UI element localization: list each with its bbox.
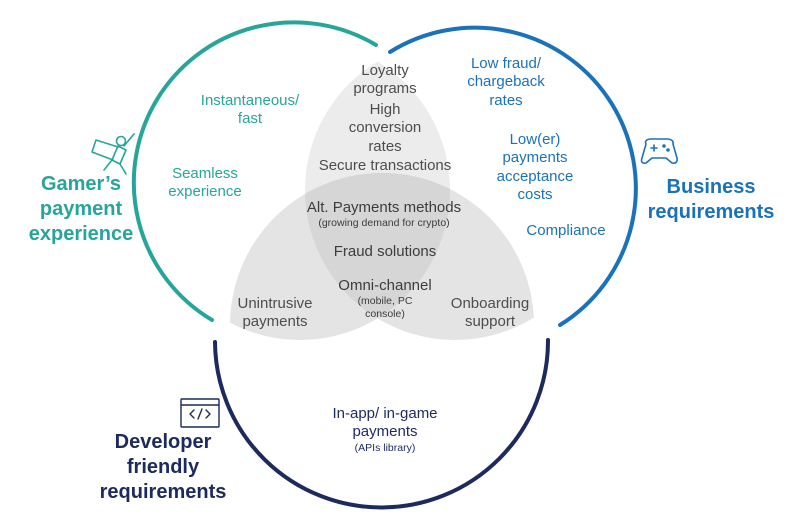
- developer-title-line: friendly: [126, 456, 200, 478]
- overlap-item-conversion: High conversion rates: [325, 101, 445, 156]
- overlap-item-onboarding: Onboarding support: [435, 295, 545, 332]
- item-line: High: [369, 101, 401, 118]
- item-line: Low fraud/: [470, 55, 542, 72]
- item-line: payments: [352, 423, 418, 441]
- overlap-item-secure: Secure transactions: [318, 157, 452, 174]
- item-note: (growing demand for crypto): [318, 217, 450, 230]
- item-line: Instantaneous/: [200, 92, 300, 109]
- item-line: rates: [368, 137, 402, 155]
- item-line: rates: [489, 91, 523, 109]
- center-item-omni: Omni-channel (mobile, PC console): [315, 277, 455, 321]
- gamer-circle-arc: [131, 20, 378, 322]
- gamer-item-seamless: Seamless experience: [140, 165, 270, 202]
- business-title-line: requirements: [647, 201, 775, 223]
- item-line: support: [464, 313, 516, 331]
- item-line: Onboarding: [450, 295, 530, 312]
- item-note: (APIs library): [354, 441, 416, 454]
- developer-title-line: requirements: [99, 481, 227, 503]
- item-line: costs: [517, 185, 553, 203]
- gamepad-icon: [640, 138, 678, 164]
- business-title-line: Business: [666, 176, 756, 198]
- item-line: In-app/ in-game: [332, 405, 438, 422]
- developer-title: Developer friendly requirements: [88, 430, 238, 505]
- item-line: acceptance: [496, 167, 574, 185]
- overlap-item-unintrusive: Unintrusive payments: [220, 295, 330, 332]
- developer-circle-arc: [213, 338, 551, 510]
- item-line: Unintrusive: [237, 295, 313, 312]
- business-item-lower-costs: Low(er) payments acceptance costs: [470, 131, 600, 204]
- item-line: fast: [237, 110, 263, 128]
- business-title: Business requirements: [632, 175, 790, 225]
- item-line: Alt. Payments methods: [306, 199, 462, 216]
- item-line: Loyalty: [361, 62, 409, 79]
- gamer-title-line: Gamer’s: [40, 173, 122, 195]
- superhero-icon: [91, 133, 135, 175]
- code-window-icon: [180, 398, 220, 428]
- item-line: payments: [502, 149, 568, 167]
- overlap-item-loyalty: Loyalty programs: [325, 62, 445, 99]
- item-line: Low(er): [509, 131, 561, 148]
- business-item-compliance: Compliance: [526, 222, 606, 239]
- item-line: chargeback: [467, 73, 545, 91]
- business-circle-arc: [388, 25, 638, 327]
- gamer-title-line: experience: [28, 223, 134, 245]
- gamer-item-instant: Instantaneous/ fast: [180, 92, 320, 129]
- item-line: Seamless: [172, 165, 238, 182]
- gamer-title: Gamer’s payment experience: [18, 172, 144, 247]
- center-item-alt-payments: Alt. Payments methods (growing demand fo…: [290, 199, 478, 230]
- developer-item-inapp: In-app/ in-game payments (APIs library): [310, 405, 460, 454]
- item-line: payments: [242, 313, 308, 331]
- item-line: conversion: [348, 119, 422, 137]
- developer-title-line: Developer: [114, 431, 212, 453]
- item-note: console): [365, 308, 405, 321]
- business-item-low-fraud: Low fraud/ chargeback rates: [436, 55, 576, 110]
- center-item-fraud: Fraud solutions: [333, 243, 437, 260]
- item-line: programs: [353, 80, 417, 98]
- item-line: experience: [168, 183, 242, 201]
- item-note: (mobile, PC: [357, 295, 413, 308]
- item-line: Omni-channel: [338, 277, 432, 294]
- gamer-title-line: payment: [39, 198, 123, 220]
